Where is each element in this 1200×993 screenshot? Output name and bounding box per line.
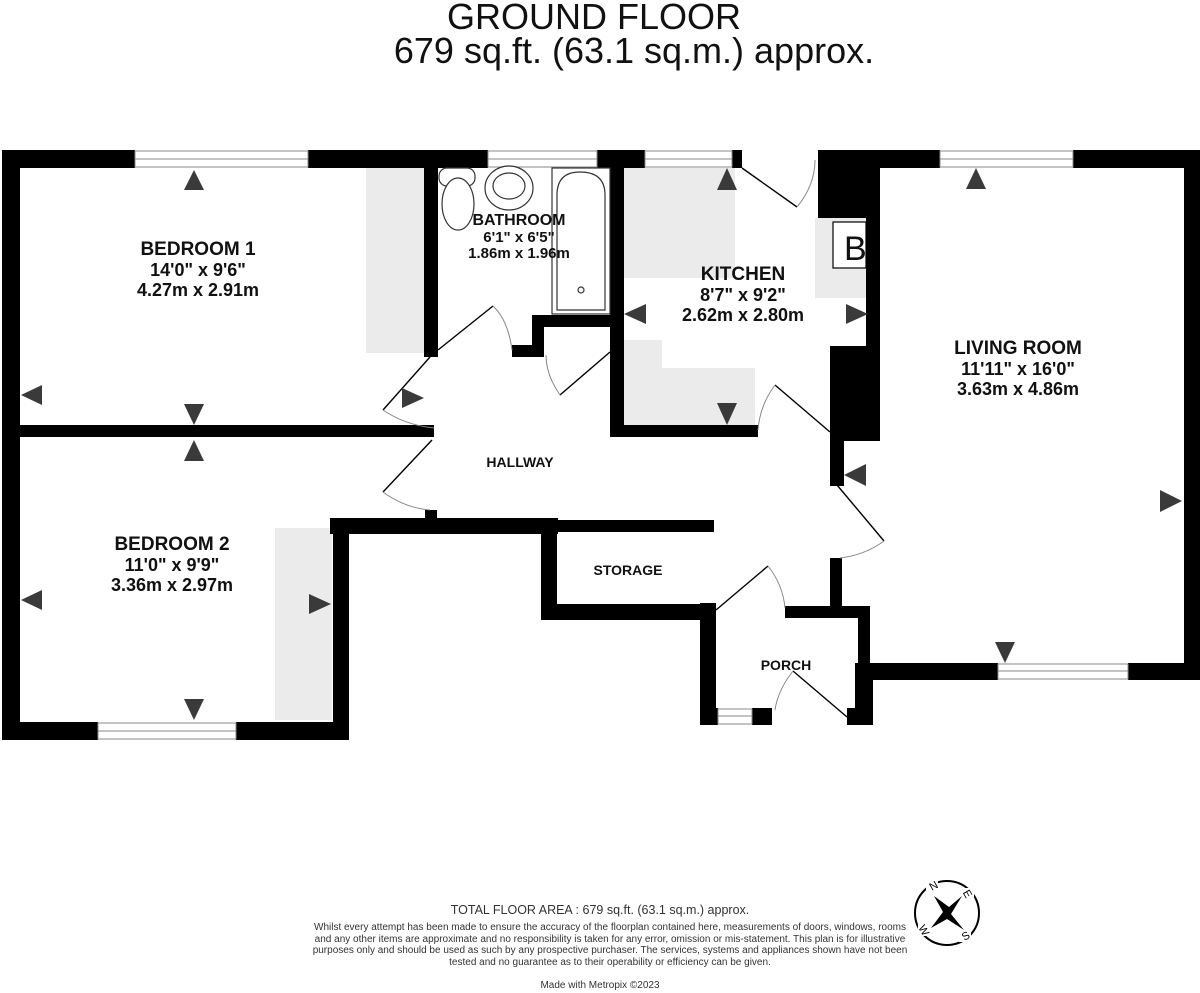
room-name: HALLWAY (486, 454, 554, 470)
room-name: BEDROOM 2 (114, 534, 230, 555)
compass-icon: N E S W (914, 879, 980, 946)
room-porch: PORCH (760, 657, 812, 673)
made-with-credit: Made with Metropix ©2023 (540, 980, 660, 991)
room-dimensions-imperial: 11'11" x 16'0" (961, 358, 1075, 379)
total-floor-area: TOTAL FLOOR AREA : 679 sq.ft. (63.1 sq.m… (450, 903, 750, 917)
room-name: KITCHEN (700, 264, 786, 285)
windows (97, 150, 1129, 740)
fitted-units (275, 168, 868, 720)
room-name: PORCH (760, 657, 812, 673)
room-dimensions-metric: 2.62m x 2.80m (681, 304, 805, 325)
room-bathroom: BATHROOM 6'1" x 6'5" 1.86m x 1.96m (468, 212, 570, 263)
room-name: BEDROOM 1 (140, 239, 256, 260)
floor-area: 679 sq.ft. (63.1 sq.m.) approx. (393, 30, 875, 71)
room-living-room: LIVING ROOM 11'11" x 16'0" 3.63m x 4.86m (954, 338, 1082, 399)
room-storage: STORAGE (593, 562, 663, 578)
room-dimensions-imperial: 11'0" x 9'9" (124, 554, 220, 575)
disclaimer: Whilst every attempt has been made to en… (312, 922, 908, 968)
room-name: BATHROOM (472, 212, 566, 229)
walls (2, 150, 1200, 740)
room-dimensions-imperial: 6'1" x 6'5" (483, 228, 555, 246)
floor-title: GROUND FLOOR (446, 0, 741, 37)
room-dimensions-metric: 1.86m x 1.96m (468, 245, 570, 263)
room-hallway: HALLWAY (486, 454, 554, 470)
measurement-arrows (21, 168, 1182, 720)
room-dimensions-metric: 4.27m x 2.91m (136, 279, 260, 300)
room-dimensions-metric: 3.36m x 2.97m (110, 574, 234, 595)
room-bedroom-1: BEDROOM 1 14'0" x 9'6" 4.27m x 2.91m (136, 239, 260, 300)
room-bedroom-2: BEDROOM 2 11'0" x 9'9" 3.36m x 2.97m (110, 534, 234, 595)
boiler-icon (832, 221, 867, 269)
doors (382, 159, 885, 718)
room-kitchen: KITCHEN 8'7" x 9'2" 2.62m x 2.80m (681, 264, 805, 325)
room-name: LIVING ROOM (954, 338, 1082, 359)
room-name: STORAGE (593, 562, 663, 578)
bathroom-fixtures (438, 165, 611, 315)
boiler-label: B (844, 230, 867, 268)
room-dimensions-metric: 3.63m x 4.86m (956, 378, 1080, 399)
room-dimensions-imperial: 14'0" x 9'6" (150, 259, 246, 280)
room-dimensions-imperial: 8'7" x 9'2" (700, 284, 786, 305)
